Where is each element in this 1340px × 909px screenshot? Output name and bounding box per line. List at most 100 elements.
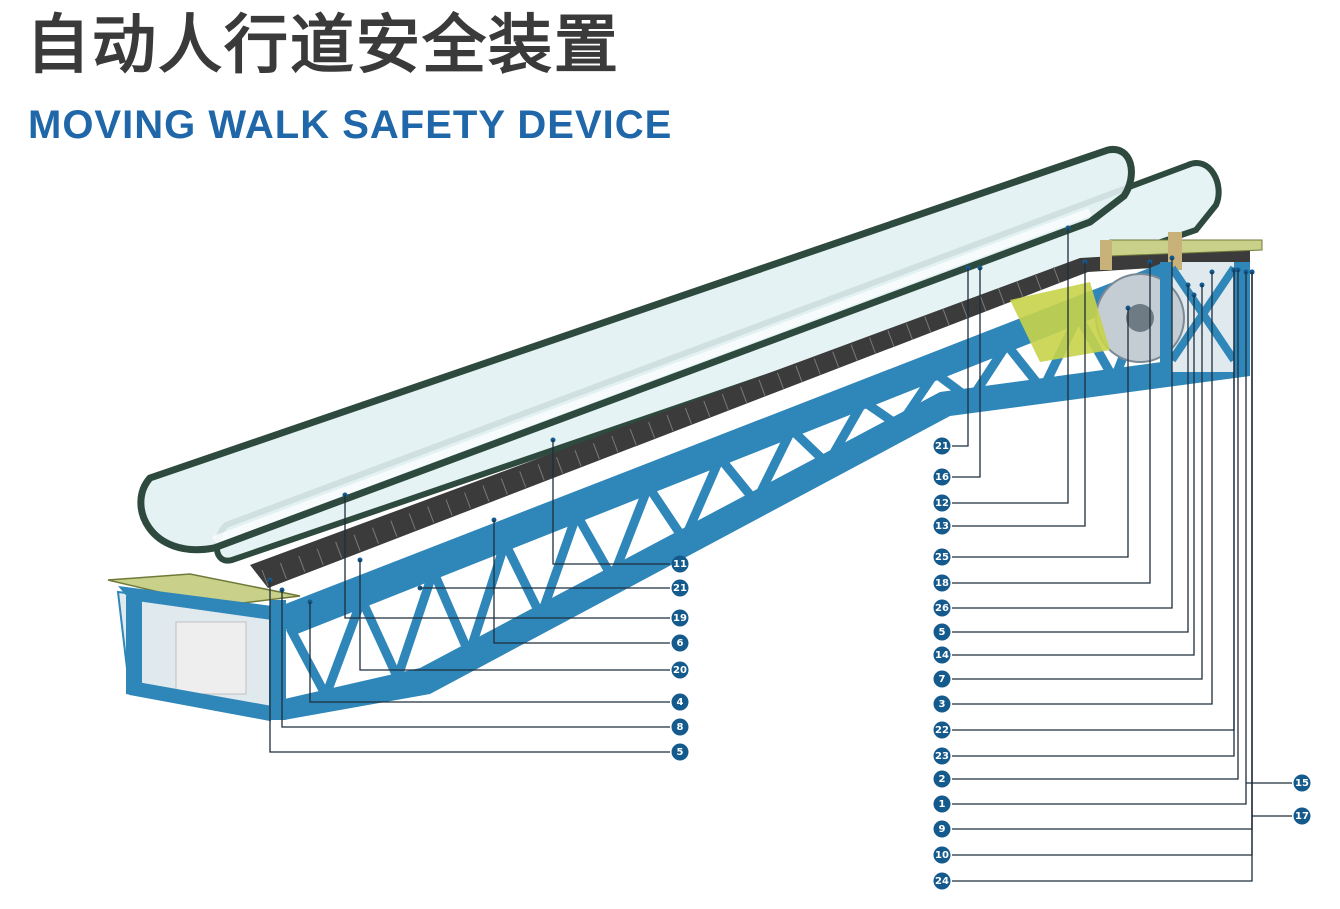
callout-right-3: 13 — [933, 517, 951, 535]
callout-left-1-label: 21 — [673, 583, 687, 594]
pallet-stripe — [924, 316, 932, 333]
callout-right-14-label: 1 — [939, 799, 946, 810]
truss-diagonal — [608, 484, 653, 580]
callout-left-4: 20 — [671, 661, 689, 679]
front-handrail-balustrade — [137, 146, 1135, 554]
callout-left-5-label: 4 — [677, 697, 684, 708]
callout-left-7: 5 — [671, 743, 689, 761]
callout-right-12-label: 23 — [935, 751, 949, 762]
truss-diagonal — [895, 370, 939, 429]
leader-right-1 — [952, 268, 981, 478]
callout-right-10-label: 3 — [939, 699, 946, 710]
pallet-stripe — [666, 414, 674, 432]
leader-left-3 — [493, 520, 670, 644]
lower-bottom-beam — [126, 680, 272, 720]
pallet-stripe — [335, 541, 343, 558]
callout-right-11-circle — [933, 721, 951, 739]
truss-diagonals — [286, 286, 1155, 698]
pallet-stripe — [464, 492, 471, 509]
balustrade-highlight — [212, 208, 1092, 544]
callout-right-14: 1 — [933, 795, 951, 813]
callout-right-3-label: 13 — [935, 521, 949, 532]
pallet-stripe — [703, 400, 711, 418]
leader-right-6 — [952, 258, 1173, 609]
leader-right-17 — [952, 272, 1253, 882]
callout-left-6: 8 — [671, 718, 689, 736]
callout-left-0: 11 — [671, 555, 689, 573]
callout-left-1-circle — [671, 579, 689, 597]
callout-badges: 1121196204852116121325182651473222321910… — [671, 437, 1311, 890]
callout-left-5-circle — [671, 693, 689, 711]
callout-right-0-circle — [933, 437, 951, 455]
pallet-stripe — [279, 562, 287, 580]
pallet-stripe — [261, 569, 269, 587]
callout-right-2-circle — [933, 494, 951, 512]
pallet-stripe — [316, 548, 324, 566]
callout-right-8-circle — [933, 646, 951, 664]
truss-diagonal — [823, 399, 868, 467]
pallet-stripe — [611, 435, 619, 453]
callout-left-6-label: 8 — [677, 722, 684, 733]
callout-right-9-circle — [933, 670, 951, 688]
leader-right-5 — [952, 262, 1151, 584]
truss-diagonal — [536, 513, 581, 618]
truss-bottom-chord — [280, 350, 1250, 720]
upper-inner-post — [1160, 262, 1172, 372]
page-title-chinese: 自动人行道安全装置 — [26, 9, 620, 83]
truss-diagonal — [788, 426, 831, 468]
callout-right-9: 7 — [933, 670, 951, 688]
callout-right-16-circle — [933, 846, 951, 864]
leader-left-4 — [359, 560, 670, 671]
lower-top-beam — [118, 586, 272, 620]
leader-left-5 — [309, 602, 670, 703]
pallet-stripe — [408, 513, 416, 530]
callout-right-4-label: 25 — [935, 552, 949, 563]
pallet-stripe — [592, 443, 600, 460]
callout-right-9-label: 7 — [939, 674, 946, 685]
callout-right-13-circle — [933, 770, 951, 788]
callout-right-5: 18 — [933, 574, 951, 592]
pallet-stripe — [776, 372, 784, 389]
callout-right-4-circle — [933, 548, 951, 566]
leader-left-7 — [269, 580, 670, 753]
leader-right-0 — [952, 268, 969, 447]
pallet-stripe — [758, 379, 766, 396]
callout-right-15-circle — [933, 820, 951, 838]
callout-far-right-0-circle — [1293, 774, 1311, 792]
callout-far-right-1: 17 — [1293, 807, 1311, 825]
truss-diagonal — [751, 427, 796, 505]
callout-right-0: 21 — [933, 437, 951, 455]
pallet-stripe — [629, 428, 637, 446]
callout-right-8-label: 14 — [935, 650, 949, 661]
upper-brace — [1168, 265, 1238, 363]
pallet-stripe — [1016, 280, 1024, 298]
pallet-stripe — [371, 527, 379, 544]
page-title-english: MOVING WALK SAFETY DEVICE — [28, 103, 673, 147]
truss-diagonal — [932, 369, 974, 404]
callout-left-3: 6 — [671, 634, 689, 652]
leader-left-2 — [344, 495, 670, 619]
truss-diagonal — [680, 456, 725, 542]
callout-far-right-0-label: 15 — [1295, 778, 1309, 789]
callout-far-right-1-label: 17 — [1295, 811, 1309, 822]
truss-diagonal — [1003, 341, 1047, 393]
pallet-stripe — [1053, 266, 1061, 284]
truss-diagonal — [286, 625, 330, 698]
lower-front-post — [126, 596, 142, 696]
callout-right-5-circle — [933, 574, 951, 592]
callout-right-1: 16 — [933, 468, 951, 486]
pallet-stripe — [556, 457, 564, 474]
callout-right-6-label: 26 — [935, 603, 949, 614]
pallet-stripe — [574, 450, 582, 467]
pallet-stripe — [482, 485, 490, 502]
truss-diagonal — [357, 597, 402, 680]
pallet-stripe — [445, 499, 453, 516]
pallet-stripe — [427, 506, 435, 523]
leader-right-4 — [952, 308, 1129, 558]
truss-diagonal — [967, 342, 1011, 403]
pallet-stripe — [795, 365, 803, 382]
callout-left-4-label: 20 — [673, 665, 687, 676]
pallet-stripe — [740, 386, 748, 403]
truss-diagonal — [393, 569, 438, 680]
pallet-stripe — [519, 471, 527, 488]
